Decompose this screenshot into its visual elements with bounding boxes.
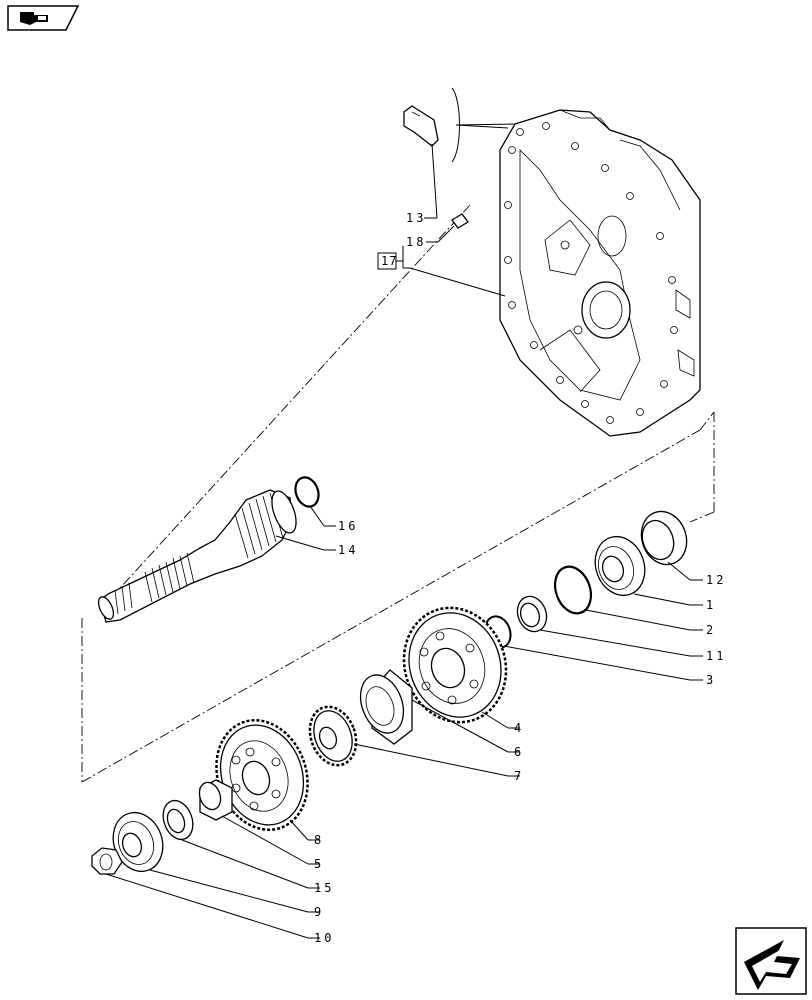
callout-labels: 13 18 17 16 14 12 1 2 11 3 4 6 7 8 5 15 … bbox=[314, 211, 726, 945]
callout-6: 6 bbox=[514, 745, 524, 759]
part-4-large-gear bbox=[402, 606, 520, 729]
callout-2: 2 bbox=[706, 623, 716, 637]
callout-13: 13 bbox=[406, 211, 426, 225]
callout-4: 4 bbox=[514, 721, 524, 735]
part-9-ball-bearing bbox=[112, 811, 320, 913]
book-navigation-icon[interactable] bbox=[7, 5, 80, 31]
gearbox-housing bbox=[499, 109, 701, 437]
callout-15: 15 bbox=[314, 881, 334, 895]
callout-17: 17 bbox=[381, 254, 397, 268]
callout-8: 8 bbox=[314, 833, 324, 847]
part-17-reference bbox=[377, 246, 506, 297]
part-14-splined-shaft bbox=[97, 489, 336, 623]
callout-18: 18 bbox=[406, 235, 426, 249]
callout-16: 16 bbox=[338, 519, 358, 533]
callout-14: 14 bbox=[338, 543, 358, 557]
part-6-needle-bearing-sleeve bbox=[359, 669, 520, 753]
part-13-clip bbox=[403, 105, 439, 219]
assembly-axis-lines bbox=[81, 204, 715, 783]
part-3-retaining-clip bbox=[484, 615, 703, 681]
callout-10: 10 bbox=[314, 931, 334, 945]
part-15-thrust-washer bbox=[162, 799, 320, 889]
callout-9: 9 bbox=[314, 905, 324, 919]
callout-5: 5 bbox=[314, 857, 324, 871]
part-10-hex-nut bbox=[91, 847, 320, 939]
callout-11: 11 bbox=[706, 649, 726, 663]
part-2-circlip bbox=[553, 565, 703, 631]
callout-7: 7 bbox=[514, 769, 524, 783]
part-18-dowel-pin bbox=[426, 213, 469, 243]
part-7-small-gear bbox=[308, 705, 520, 777]
part-11-spacer-washer bbox=[516, 595, 703, 657]
part-16-snap-ring bbox=[294, 476, 336, 527]
next-page-arrow-icon[interactable] bbox=[735, 927, 807, 995]
part-5-bushing bbox=[198, 779, 320, 865]
callout-1: 1 bbox=[706, 598, 716, 612]
part-1-ball-bearing bbox=[594, 535, 703, 606]
callout-12: 12 bbox=[706, 573, 726, 587]
part-12-bearing-cup bbox=[640, 510, 703, 581]
callout-3: 3 bbox=[706, 673, 716, 687]
part-8-driven-gear bbox=[215, 719, 320, 841]
